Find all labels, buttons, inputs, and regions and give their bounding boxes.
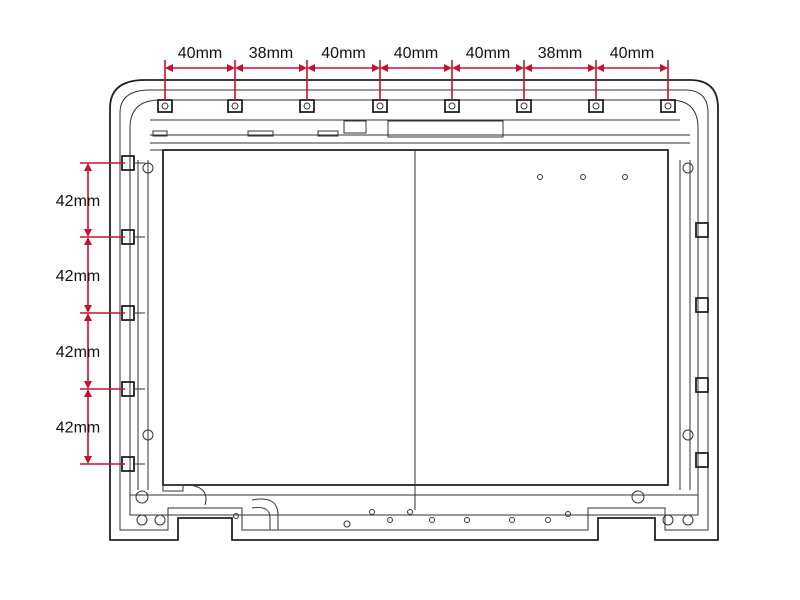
dimension-arrow [380,64,388,72]
left-clip [121,381,145,397]
dimension-arrow [84,305,92,313]
dimension-arrow [372,64,380,72]
top-clip [157,99,173,113]
outer-frame [109,79,719,541]
left-clip [121,155,145,171]
top-dimension-label: 40mm [466,45,510,62]
top-dimension-label: 40mm [394,45,438,62]
top-rail [150,119,690,144]
dimension-arrow [299,64,307,72]
screw-bosses [135,162,694,528]
dimension-arrow [84,381,92,389]
dimension-arrow [596,64,604,72]
top-clip [299,99,315,113]
right-clip [695,452,709,468]
dimension-arrow [524,64,532,72]
left-dimension-label: 42mm [56,268,100,285]
left-clip [121,229,145,245]
left-clip [121,305,145,321]
right-clip [695,297,709,313]
top-connector [152,120,504,138]
side-rails [130,160,698,496]
dimension-arrow [84,456,92,464]
dimension-arrow [516,64,524,72]
top-dimension-label: 40mm [178,45,222,62]
top-clip [660,99,676,113]
top-dimension-label: 38mm [538,45,582,62]
dimension-arrow [84,163,92,171]
top-clips [157,99,676,113]
dimension-arrow [452,64,460,72]
dimension-arrow [307,64,315,72]
left-clips [121,155,145,472]
right-clips [695,222,709,468]
dimension-arrow [84,229,92,237]
dimension-arrow [227,64,235,72]
top-dimension-label: 40mm [321,45,365,62]
dimension-arrow [84,389,92,397]
dimension-arrow [444,64,452,72]
top-clip [227,99,243,113]
top-clip [516,99,532,113]
bottom-cable-guide [162,484,279,530]
inner-panel [150,149,669,510]
left-clip [121,456,145,472]
right-clip [695,377,709,393]
left-dimension-column: 42mm 42mm 42mm 42mm [56,162,125,465]
left-dimension-label: 42mm [56,344,100,361]
dimension-arrow [84,313,92,321]
top-clip [444,99,460,113]
dimension-arrow [235,64,243,72]
top-dimension-label: 40mm [610,45,654,62]
top-dimension-label: 38mm [249,45,293,62]
right-clip [695,222,709,238]
dimension-arrow [84,237,92,245]
dimension-arrow [165,64,173,72]
dimension-arrow [588,64,596,72]
left-dimension-label: 42mm [56,193,100,210]
left-dimension-label: 42mm [56,420,100,437]
top-clip [372,99,388,113]
top-dimension-row: 40mm 38mm 40mm 40mm 40mm 38mm 40mm [164,45,669,100]
top-clip [588,99,604,113]
dimension-arrow [660,64,668,72]
